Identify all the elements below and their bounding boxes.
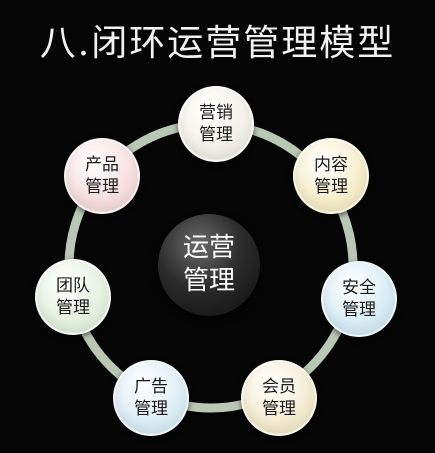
node-member: 会员 管理 [241, 360, 317, 436]
node-label-line2: 管理 [342, 300, 376, 320]
node-label-line1: 广告 [134, 377, 168, 397]
node-label-line1: 会员 [262, 377, 296, 397]
node-advertising: 广告 管理 [113, 360, 189, 436]
node-product: 产品 管理 [64, 138, 140, 214]
node-content: 内容 管理 [293, 138, 369, 214]
node-label-line1: 产品 [85, 155, 119, 175]
node-label-line2: 管理 [56, 298, 90, 318]
node-label-line2: 管理 [85, 177, 119, 197]
node-label-line2: 管理 [262, 399, 296, 419]
node-label-line2: 管理 [314, 177, 348, 197]
node-marketing: 营销 管理 [178, 86, 254, 162]
center-label-line1: 运营 [182, 233, 235, 263]
node-label-line1: 团队 [56, 276, 90, 296]
node-team: 团队 管理 [35, 259, 111, 335]
node-label-line2: 管理 [199, 125, 233, 145]
node-label-line2: 管理 [134, 399, 168, 419]
node-label-line1: 安全 [342, 278, 376, 298]
center-hub: 运营 管理 [158, 214, 260, 316]
center-label-line2: 管理 [182, 266, 235, 296]
page-title: 八.闭环运营管理模型 [39, 23, 396, 64]
node-security: 安全 管理 [321, 261, 397, 337]
node-label-line1: 内容 [314, 155, 348, 175]
node-label-line1: 营销 [199, 103, 233, 123]
